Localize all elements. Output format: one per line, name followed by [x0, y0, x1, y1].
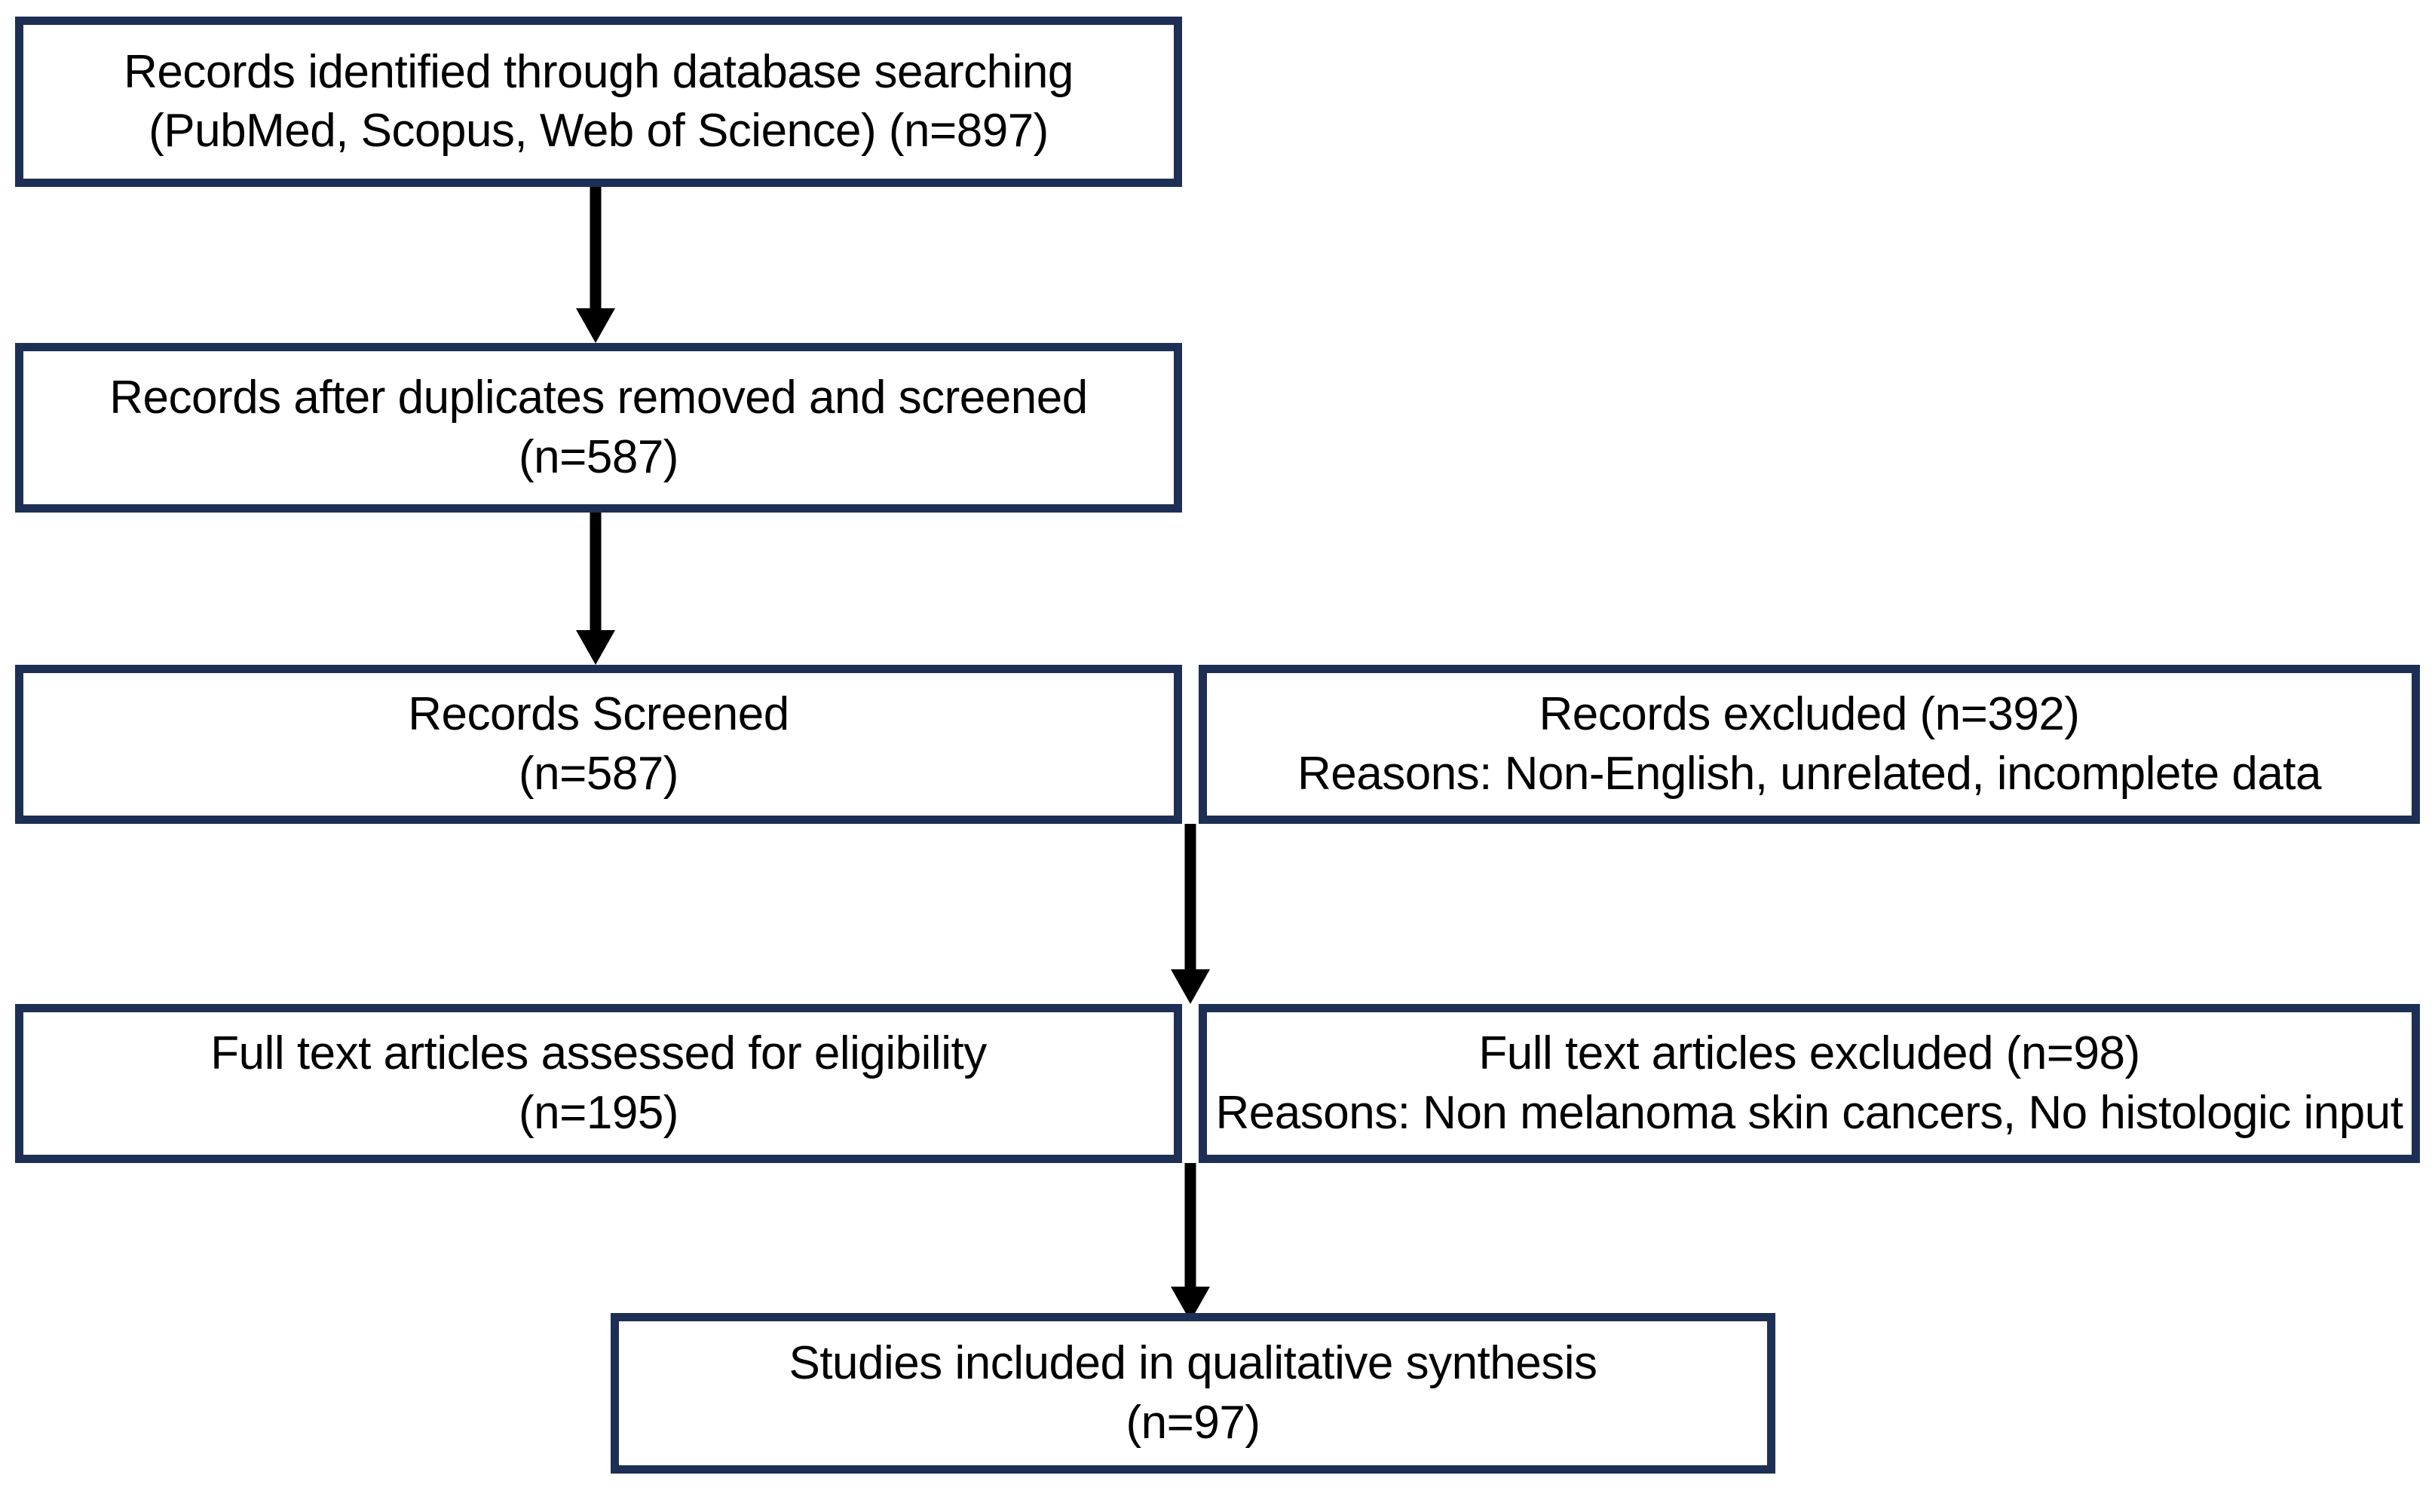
arrow-head-icon [576, 630, 615, 665]
node-included: Studies included in qualitative synthesi… [611, 1313, 1775, 1474]
node-records-excluded-line-1: Records excluded (n=392) [1539, 688, 2080, 741]
node-records-screened: Records Screened (n=587) [15, 665, 1182, 824]
node-records-excluded-line-2: Reasons: Non-English, unrelated, incompl… [1297, 747, 2322, 800]
node-fulltext-excluded: Full text articles excluded (n=98) Reaso… [1199, 1004, 2420, 1163]
node-records-excluded: Records excluded (n=392) Reasons: Non-En… [1199, 665, 2420, 824]
node-fulltext-assessed-line-1: Full text articles assessed for eligibil… [210, 1027, 987, 1080]
node-duplicates-removed-line-1: Records after duplicates removed and scr… [109, 372, 1088, 424]
node-fulltext-excluded-line-2: Reasons: Non melanoma skin cancers, No h… [1215, 1086, 2403, 1139]
node-identification: Records identified through database sear… [15, 17, 1182, 187]
node-fulltext-excluded-line-1: Full text articles excluded (n=98) [1478, 1027, 2140, 1080]
edge-identification-to-duplicates [573, 187, 618, 343]
edge-fulltext-to-included [1168, 1163, 1213, 1321]
node-duplicates-removed-line-2: (n=587) [519, 430, 678, 483]
arrow-stem [590, 513, 602, 630]
arrow-stem [590, 187, 602, 308]
node-identification-line-1: Records identified through database sear… [124, 45, 1074, 98]
node-duplicates-removed: Records after duplicates removed and scr… [15, 343, 1182, 513]
edge-screened-to-fulltext [1168, 824, 1213, 1004]
arrow-head-icon [576, 308, 615, 343]
node-fulltext-assessed: Full text articles assessed for eligibil… [15, 1004, 1182, 1163]
edge-duplicates-to-screened [573, 513, 618, 665]
node-identification-line-2: (PubMed, Scopus, Web of Science) (n=897) [149, 105, 1049, 157]
node-records-screened-line-1: Records Screened [408, 688, 789, 741]
node-included-line-1: Studies included in qualitative synthesi… [789, 1337, 1597, 1390]
arrow-stem [1184, 824, 1196, 969]
node-included-line-2: (n=97) [1126, 1396, 1260, 1449]
arrow-stem [1184, 1163, 1196, 1287]
node-records-screened-line-2: (n=587) [519, 747, 678, 800]
node-fulltext-assessed-line-2: (n=195) [519, 1086, 678, 1139]
arrow-head-icon [1171, 969, 1210, 1004]
